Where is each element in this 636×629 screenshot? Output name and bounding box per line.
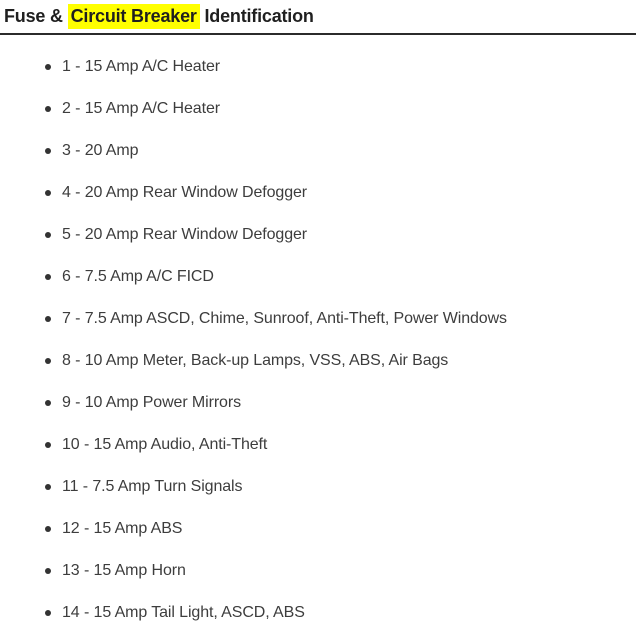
list-item-text: 12 - 15 Amp ABS xyxy=(62,520,183,537)
list-item-text: 3 - 20 Amp xyxy=(62,142,139,159)
bullet-icon xyxy=(45,568,51,574)
list-item: 11 - 7.5 Amp Turn Signals xyxy=(0,477,636,497)
bullet-icon xyxy=(45,190,51,196)
bullet-icon xyxy=(45,148,51,154)
bullet-icon xyxy=(45,316,51,322)
title-prefix: Fuse & xyxy=(4,6,68,26)
bullet-icon xyxy=(45,274,51,280)
list-item-text: 6 - 7.5 Amp A/C FICD xyxy=(62,268,214,285)
list-item-text: 13 - 15 Amp Horn xyxy=(62,562,186,579)
bullet-icon xyxy=(45,64,51,70)
fuse-list: 1 - 15 Amp A/C Heater 2 - 15 Amp A/C Hea… xyxy=(0,57,636,623)
list-item: 7 - 7.5 Amp ASCD, Chime, Sunroof, Anti-T… xyxy=(0,309,636,329)
page-title: Fuse & Circuit Breaker Identification xyxy=(4,4,636,29)
list-item: 3 - 20 Amp xyxy=(0,141,636,161)
bullet-icon xyxy=(45,442,51,448)
list-item-text: 2 - 15 Amp A/C Heater xyxy=(62,100,220,117)
list-item-text: 4 - 20 Amp Rear Window Defogger xyxy=(62,184,308,201)
bullet-icon xyxy=(45,610,51,616)
list-item: 8 - 10 Amp Meter, Back-up Lamps, VSS, AB… xyxy=(0,351,636,371)
list-item: 5 - 20 Amp Rear Window Defogger xyxy=(0,225,636,245)
list-item-text: 10 - 15 Amp Audio, Anti-Theft xyxy=(62,436,268,453)
list-item: 4 - 20 Amp Rear Window Defogger xyxy=(0,183,636,203)
bullet-icon xyxy=(45,232,51,238)
list-item: 14 - 15 Amp Tail Light, ASCD, ABS xyxy=(0,603,636,623)
list-item: 12 - 15 Amp ABS xyxy=(0,519,636,539)
list-item: 10 - 15 Amp Audio, Anti-Theft xyxy=(0,435,636,455)
highlighted-term: Circuit Breaker xyxy=(67,4,200,29)
page-header: Fuse & Circuit Breaker Identification xyxy=(0,0,636,35)
list-item: 2 - 15 Amp A/C Heater xyxy=(0,99,636,119)
title-suffix: Identification xyxy=(199,6,314,26)
list-item-text: 1 - 15 Amp A/C Heater xyxy=(62,58,220,75)
list-item: 1 - 15 Amp A/C Heater xyxy=(0,57,636,77)
list-item: 9 - 10 Amp Power Mirrors xyxy=(0,393,636,413)
list-item-text: 14 - 15 Amp Tail Light, ASCD, ABS xyxy=(62,604,305,621)
list-item-text: 7 - 7.5 Amp ASCD, Chime, Sunroof, Anti-T… xyxy=(62,310,507,327)
list-item: 13 - 15 Amp Horn xyxy=(0,561,636,581)
bullet-icon xyxy=(45,400,51,406)
bullet-icon xyxy=(45,526,51,532)
list-item-text: 8 - 10 Amp Meter, Back-up Lamps, VSS, AB… xyxy=(62,352,449,369)
list-item-text: 9 - 10 Amp Power Mirrors xyxy=(62,394,241,411)
list-item-text: 5 - 20 Amp Rear Window Defogger xyxy=(62,226,308,243)
bullet-icon xyxy=(45,106,51,112)
list-item-text: 11 - 7.5 Amp Turn Signals xyxy=(62,478,243,495)
bullet-icon xyxy=(45,484,51,490)
list-item: 6 - 7.5 Amp A/C FICD xyxy=(0,267,636,287)
bullet-icon xyxy=(45,358,51,364)
